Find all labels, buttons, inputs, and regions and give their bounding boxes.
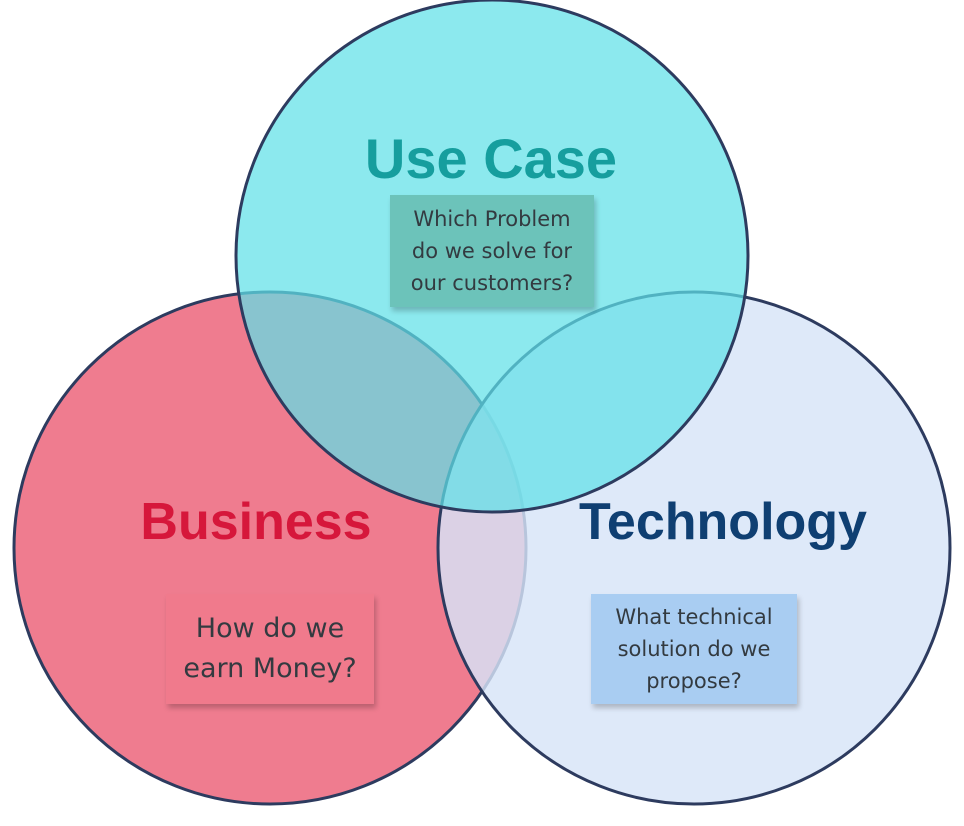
technology-sticky-note: What technical solution do we propose? <box>591 594 797 704</box>
technology-title: Technology <box>579 493 867 551</box>
business-title: Business <box>140 493 372 551</box>
technology-note-line-2: solution do we <box>617 637 771 661</box>
technology-note-line-1: What technical <box>615 605 773 629</box>
use-case-note-line-2: do we solve for <box>411 239 573 263</box>
technology-note-line-3: propose? <box>646 669 742 693</box>
use-case-note-line-3: our customers? <box>410 271 574 295</box>
use-case-title: Use Case <box>364 127 618 190</box>
use-case-sticky-note: Which Problem do we solve for our custom… <box>390 195 594 307</box>
business-note-line-2: earn Money? <box>183 653 357 684</box>
business-note-line-1: How do we <box>195 613 345 644</box>
business-sticky-note: How do we earn Money? <box>166 594 374 704</box>
use-case-note-line-1: Which Problem <box>413 207 571 231</box>
